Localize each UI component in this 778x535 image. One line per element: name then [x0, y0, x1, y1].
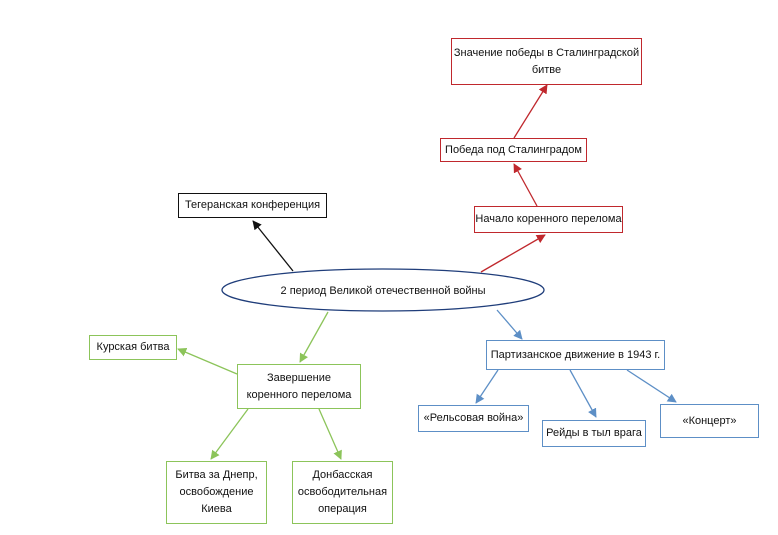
arrow-zavershenie-to-dnepr	[210, 408, 249, 460]
arrow-partizan-to-koncert	[626, 369, 677, 403]
arrow-center-to-tegeran	[252, 220, 294, 272]
node-nachalo-label: Начало коренного перелома	[475, 213, 622, 225]
node-donbass: Донбасская освободительная операция	[292, 461, 393, 524]
node-donbass-label: Донбасская освободительная операция	[297, 469, 388, 515]
node-dnepr-label: Битва за Днепр, освобождение Киева	[175, 469, 258, 515]
arrow-pobeda-to-znachenie	[513, 84, 548, 139]
node-reidy: Рейды в тыл врага	[542, 420, 646, 447]
node-znachenie: Значение победы в Сталинградской битве	[451, 38, 642, 85]
arrow-partizan-to-relsovaya	[475, 369, 499, 404]
node-relsovaya-label: «Рельсовая война»	[423, 412, 524, 424]
arrow-center-to-zavershenie	[299, 311, 329, 363]
center-ellipse	[221, 268, 545, 312]
node-znachenie-label: Значение победы в Сталинградской битве	[453, 46, 640, 76]
node-partizan-label: Партизанское движение в 1943 г.	[490, 348, 661, 361]
node-zavershenie-label: Завершение коренного перелома	[246, 371, 352, 401]
node-tegeran: Тегеранская конференция	[178, 193, 327, 218]
node-kursk-label: Курская битва	[96, 341, 170, 353]
node-kursk: Курская битва	[89, 335, 177, 360]
node-dnepr: Битва за Днепр, освобождение Киева	[166, 461, 267, 524]
node-reidy-label: Рейды в тыл врага	[546, 427, 642, 439]
node-zavershenie: Завершение коренного перелома	[237, 364, 361, 409]
arrow-zavershenie-to-donbass	[318, 408, 342, 460]
arrow-center-to-nachalo	[480, 234, 546, 273]
node-nachalo: Начало коренного перелома	[474, 206, 623, 233]
node-tegeran-label: Тегеранская конференция	[184, 199, 321, 211]
node-pobeda: Победа под Сталинградом	[440, 138, 587, 162]
node-pobeda-label: Победа под Сталинградом	[445, 143, 582, 156]
node-koncert: «Концерт»	[660, 404, 759, 438]
arrow-nachalo-to-pobeda	[513, 163, 538, 207]
arrow-partizan-to-reidy	[569, 369, 597, 418]
node-koncert-label: «Концерт»	[682, 414, 737, 427]
arrow-center-to-partizan	[496, 309, 523, 340]
center-label: 2 период Великой отечественной войны	[281, 285, 486, 297]
node-partizan: Партизанское движение в 1943 г.	[486, 340, 665, 370]
arrow-zavershenie-to-kursk	[177, 348, 238, 375]
node-relsovaya: «Рельсовая война»	[418, 405, 529, 432]
